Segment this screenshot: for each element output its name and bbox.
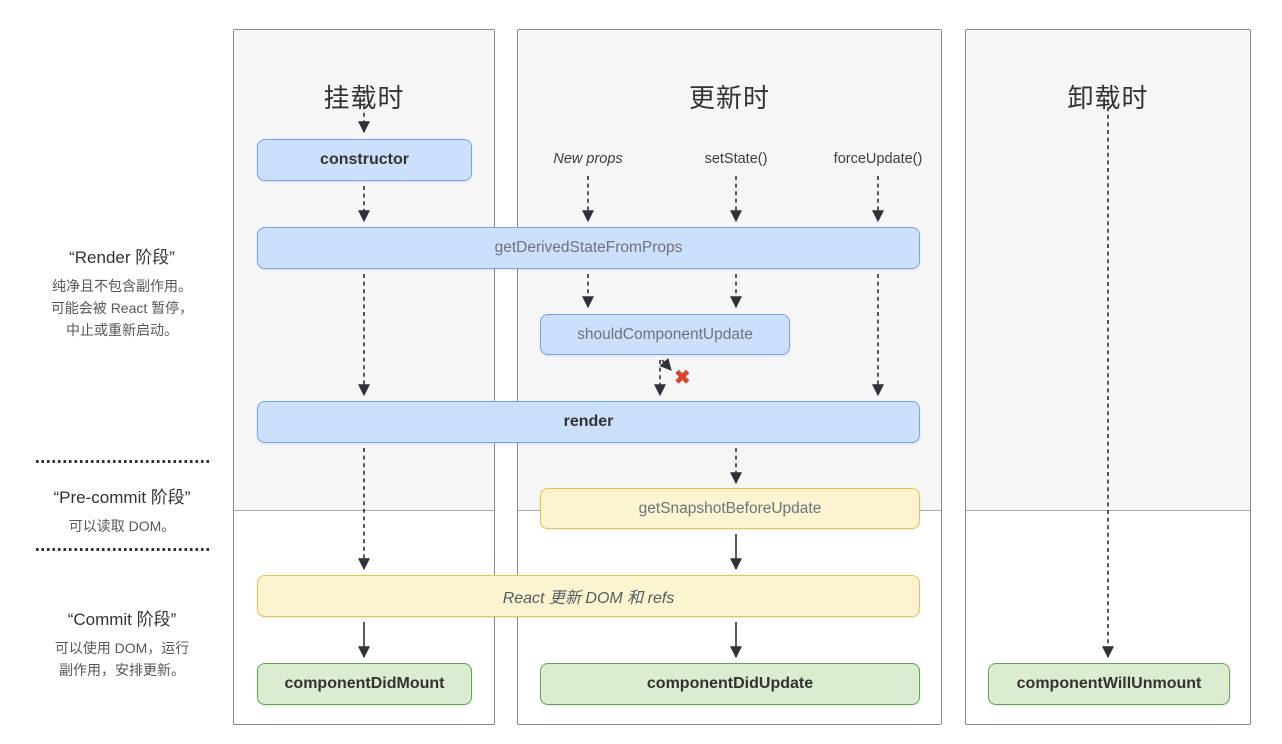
lifecycle-constructor[interactable]: constructor xyxy=(257,139,472,181)
trigger-force-update: forceUpdate() xyxy=(833,151,923,167)
phase-separator-bottom xyxy=(36,548,212,551)
phase-render-title: “Render 阶段” xyxy=(69,248,175,267)
phase-render-label: “Render 阶段” 纯净且不包含副作用。 可能会被 React 暂停， 中止… xyxy=(18,243,226,341)
lifecycle-componentdidmount[interactable]: componentDidMount xyxy=(257,663,472,705)
column-mounting: 挂载时 xyxy=(233,29,495,725)
phase-render-desc-line: 中止或重新启动。 xyxy=(66,322,178,338)
phase-commit-label: “Commit 阶段” 可以使用 DOM，运行 副作用，安排更新。 xyxy=(18,605,226,681)
phase-commit-title: “Commit 阶段” xyxy=(67,610,177,629)
reject-x-icon: ✖ xyxy=(674,367,691,389)
column-unmounting: 卸载时 xyxy=(965,29,1251,725)
phase-render-desc-line: 纯净且不包含副作用。 xyxy=(52,278,192,294)
react-updates-dom-refs: React 更新 DOM 和 refs xyxy=(257,575,920,617)
phase-precommit-label: “Pre-commit 阶段” 可以读取 DOM。 xyxy=(18,483,226,537)
column-title-mounting: 挂载时 xyxy=(323,83,405,113)
phase-precommit-title: “Pre-commit 阶段” xyxy=(53,488,191,507)
lifecycle-componentdidupdate[interactable]: componentDidUpdate xyxy=(540,663,920,705)
phase-render-desc: 纯净且不包含副作用。 可能会被 React 暂停， 中止或重新启动。 xyxy=(18,275,226,341)
phase-precommit-desc: 可以读取 DOM。 xyxy=(18,515,226,537)
phase-commit-desc-line: 可以使用 DOM，运行 xyxy=(54,640,190,656)
lifecycle-getderivedstatefromprops[interactable]: getDerivedStateFromProps xyxy=(257,227,920,269)
column-title-unmounting: 卸载时 xyxy=(1067,83,1149,113)
lifecycle-getsnapshotbeforeupdate[interactable]: getSnapshotBeforeUpdate xyxy=(540,488,920,529)
column-updating: 更新时 xyxy=(517,29,942,725)
trigger-new-props: New props xyxy=(553,151,623,167)
phase-commit-desc: 可以使用 DOM，运行 副作用，安排更新。 xyxy=(18,637,226,681)
lifecycle-componentwillunmount[interactable]: componentWillUnmount xyxy=(988,663,1230,705)
column-title-updating: 更新时 xyxy=(688,83,770,113)
phase-render-desc-line: 可能会被 React 暂停， xyxy=(50,300,194,316)
phase-separator-top xyxy=(36,460,212,463)
trigger-set-state: setState() xyxy=(704,151,768,167)
lifecycle-render[interactable]: render xyxy=(257,401,920,443)
phase-commit-desc-line: 副作用，安排更新。 xyxy=(59,662,185,678)
lifecycle-shouldcomponentupdate[interactable]: shouldComponentUpdate xyxy=(540,314,790,355)
phase-precommit-desc-line: 可以读取 DOM。 xyxy=(68,518,176,534)
